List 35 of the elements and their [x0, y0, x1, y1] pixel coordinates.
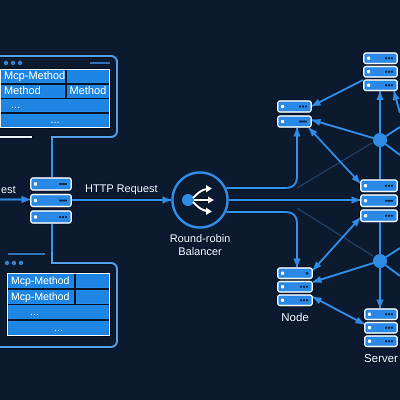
connector-line: [51, 224, 53, 252]
table-cell: ...: [8, 320, 109, 334]
arrow: [229, 196, 360, 204]
arrow: [376, 91, 384, 133]
table-cell: Method: [1, 84, 65, 98]
arrow: [312, 118, 374, 139]
connector-line: [385, 143, 400, 156]
arrow: [226, 211, 301, 268]
connector-line: [379, 222, 381, 254]
table-cell: ...: [1, 99, 109, 112]
arrow: [72, 196, 172, 204]
arrow: [226, 128, 301, 189]
table-cell: Mcp-Method: [8, 290, 74, 304]
arrow: [312, 217, 361, 271]
balancer-label: Round-robin Balancer: [168, 233, 232, 259]
table-cell: ...: [1, 114, 109, 126]
table-cell: ...: [8, 305, 109, 319]
arrow: [376, 268, 384, 308]
connector-line: [51, 140, 53, 177]
arrow: [0, 196, 30, 204]
arrow: [312, 79, 364, 107]
connector-line: [385, 264, 400, 277]
table-cell: Method: [66, 84, 109, 98]
server-label: Server: [364, 352, 399, 366]
arrow: [308, 127, 361, 184]
edge-label: HTTP Request: [84, 183, 159, 196]
server-label: Node: [280, 312, 310, 324]
arrow: [312, 262, 374, 283]
arrow: [312, 296, 364, 325]
connector-line: [379, 147, 381, 179]
table-cell: Mcp-Method: [8, 274, 74, 288]
connector-line: [385, 126, 400, 138]
connector-line: [385, 247, 400, 258]
table-cell: Mcp-Method: [1, 70, 65, 83]
arrow: [392, 91, 400, 114]
